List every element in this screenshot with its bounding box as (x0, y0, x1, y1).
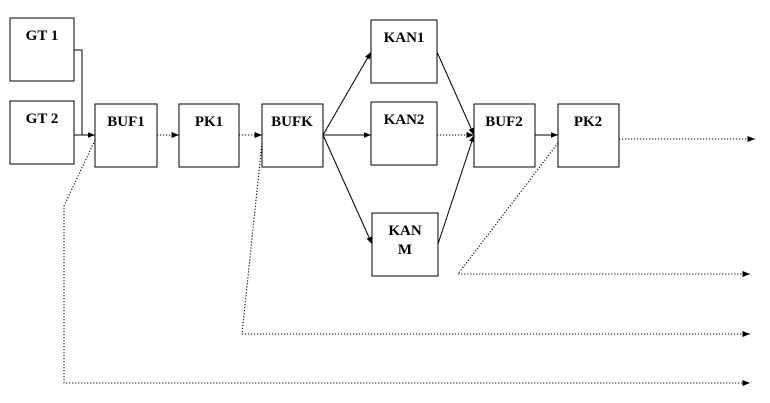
node-pk1: PK1 (178, 103, 240, 168)
node-kan1-label: KAN1 (384, 30, 425, 46)
node-bufk: BUFK (261, 103, 324, 168)
node-kan2-label: KAN2 (384, 112, 425, 128)
edge-kanm-to-buf2 (437, 134, 475, 245)
node-kan2: KAN2 (370, 101, 438, 166)
node-buf1: BUF1 (94, 103, 158, 168)
node-kanm: KAN M (371, 212, 439, 277)
node-pk2: PK2 (557, 103, 620, 168)
edge-bufk-to-kanm (322, 134, 373, 245)
node-buf1-label: BUF1 (107, 114, 145, 130)
edge-bufk-loss (241, 142, 750, 338)
node-buf2: BUF2 (473, 103, 536, 168)
node-buf2-label: BUF2 (485, 114, 523, 130)
node-pk2-label: PK2 (574, 114, 602, 130)
node-kanm-label-line1: KAN (388, 223, 422, 239)
edge-buf2-loss (456, 142, 750, 278)
edge-gt1-to-merge (74, 49, 83, 135)
node-gt2: GT 2 (9, 100, 75, 165)
node-gt1: GT 1 (9, 17, 75, 82)
node-gt2-label: GT 2 (26, 111, 59, 127)
node-bufk-label: BUFK (271, 114, 313, 130)
edge-kan1-to-buf2 (436, 51, 475, 136)
node-kanm-label-line2: M (398, 242, 412, 258)
edge-bufk-to-kan1 (322, 51, 372, 136)
node-kan1: KAN1 (370, 19, 438, 84)
node-gt1-label: GT 1 (26, 28, 59, 44)
edge-buf1-loss (63, 139, 750, 387)
node-pk1-label: PK1 (195, 114, 223, 130)
